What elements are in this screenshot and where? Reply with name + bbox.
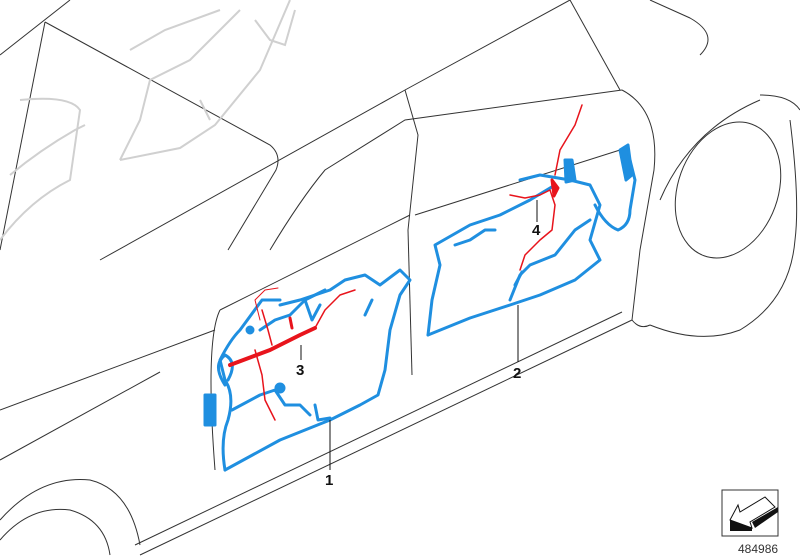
reference-number: 484986 (738, 542, 779, 556)
callout-leaders (300, 200, 538, 470)
callout-2[interactable]: 2 (513, 365, 522, 382)
arrow-back-icon[interactable] (721, 489, 779, 537)
rear-door-red-harness (509, 104, 583, 271)
rear-door-harness (426, 143, 637, 337)
callout-1[interactable]: 1 (325, 472, 334, 489)
callout-4[interactable]: 4 (532, 222, 541, 239)
front-door-harness (203, 268, 412, 472)
front-door-red-harness (228, 287, 356, 421)
callout-3[interactable]: 3 (296, 362, 305, 379)
ghost-harness (0, 0, 296, 241)
